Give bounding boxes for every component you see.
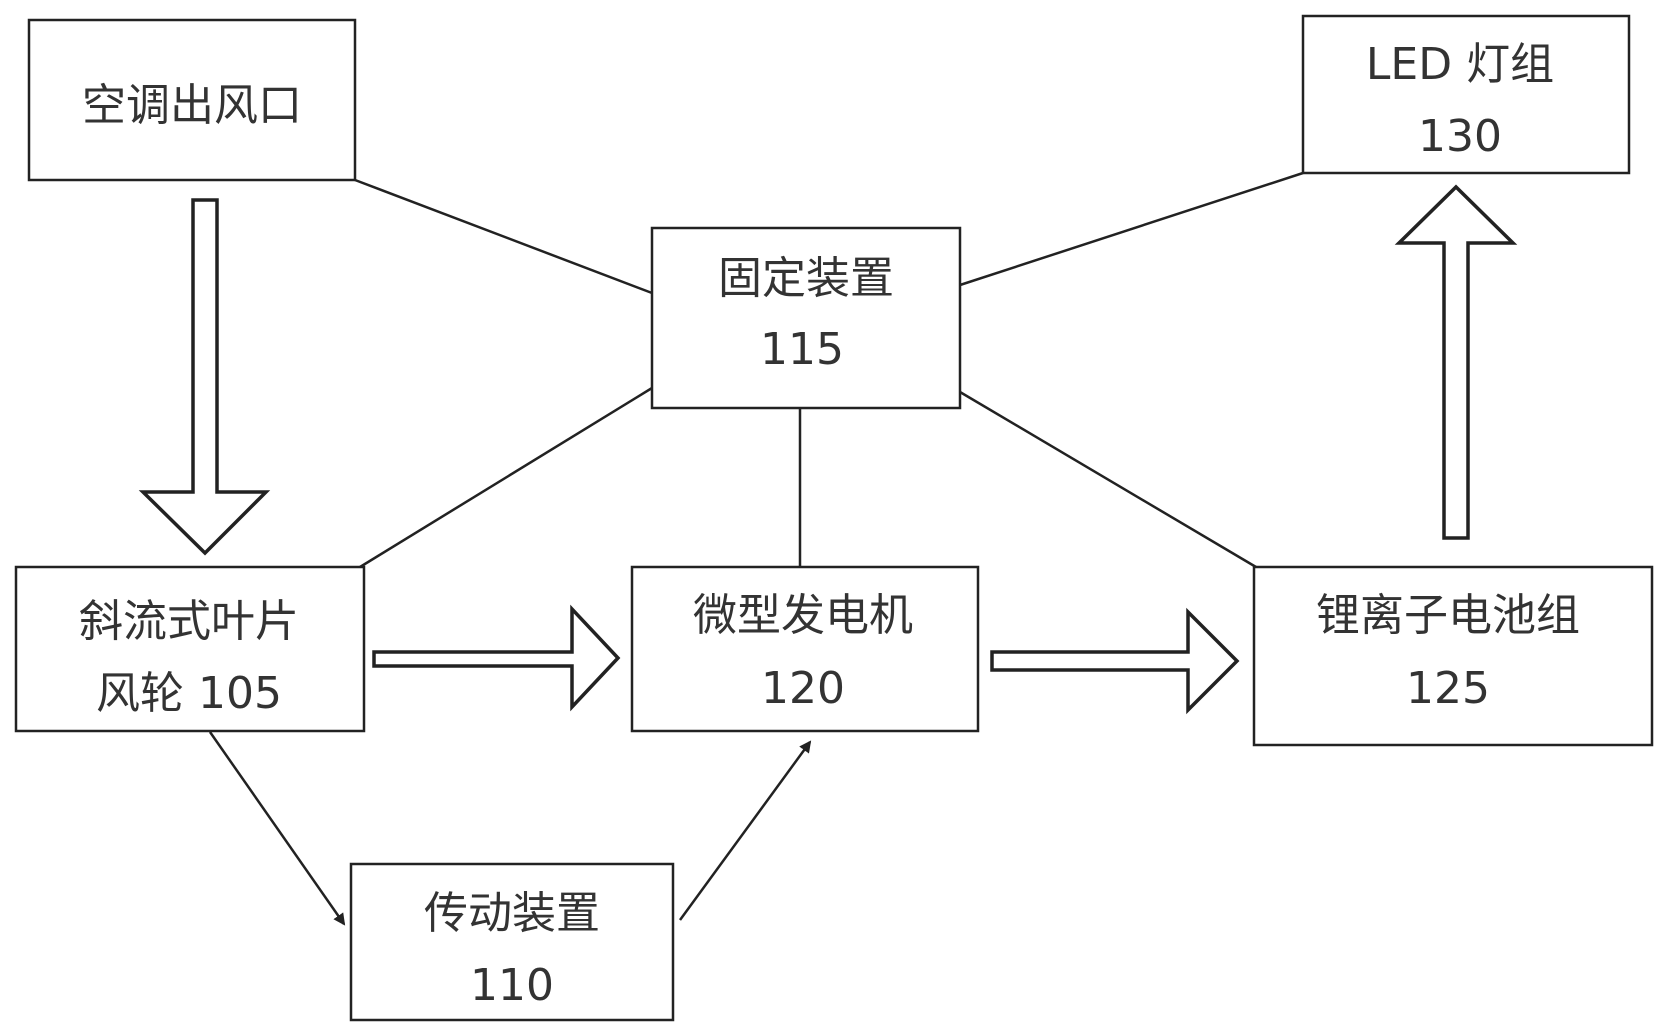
generator-label: 微型发电机 [693, 590, 913, 641]
impeller-number: 风轮 105 [96, 668, 282, 719]
impeller-label: 斜流式叶片 [79, 596, 299, 647]
flow-arrow-generator-battery [990, 607, 1240, 715]
connector-fixing-led [959, 171, 1304, 287]
generator-number: 120 [761, 663, 845, 714]
box-battery: 锂离子电池组 125 [1252, 565, 1654, 747]
box-fixing: 固定装置 115 [650, 226, 962, 410]
battery-label: 锂离子电池组 [1316, 590, 1580, 641]
connector-ac-fixing [354, 178, 653, 295]
led-number: 130 [1418, 111, 1502, 162]
fixing-number: 115 [760, 324, 844, 375]
box-transmission: 传动装置 110 [349, 862, 675, 1022]
led-label: LED 灯组 [1366, 39, 1554, 90]
box-impeller: 斜流式叶片 风轮 105 [14, 565, 366, 733]
connector-fixing-battery [959, 390, 1257, 569]
box-ac-outlet: 空调出风口 [27, 18, 357, 182]
arrow-impeller-transmission [208, 731, 346, 926]
transmission-number: 110 [470, 960, 554, 1011]
flow-arrow-down [138, 198, 271, 556]
transmission-label: 传动装置 [424, 888, 600, 939]
flow-arrow-impeller-generator [372, 604, 621, 712]
fixing-label: 固定装置 [718, 253, 894, 304]
battery-number: 125 [1406, 663, 1490, 714]
ac-outlet-label: 空调出风口 [82, 80, 302, 131]
box-generator: 微型发电机 120 [630, 565, 980, 733]
connector-fixing-impeller [359, 386, 653, 569]
flow-arrow-battery-led [1394, 184, 1518, 540]
box-led: LED 灯组 130 [1301, 14, 1631, 175]
arrow-transmission-generator [678, 740, 812, 921]
